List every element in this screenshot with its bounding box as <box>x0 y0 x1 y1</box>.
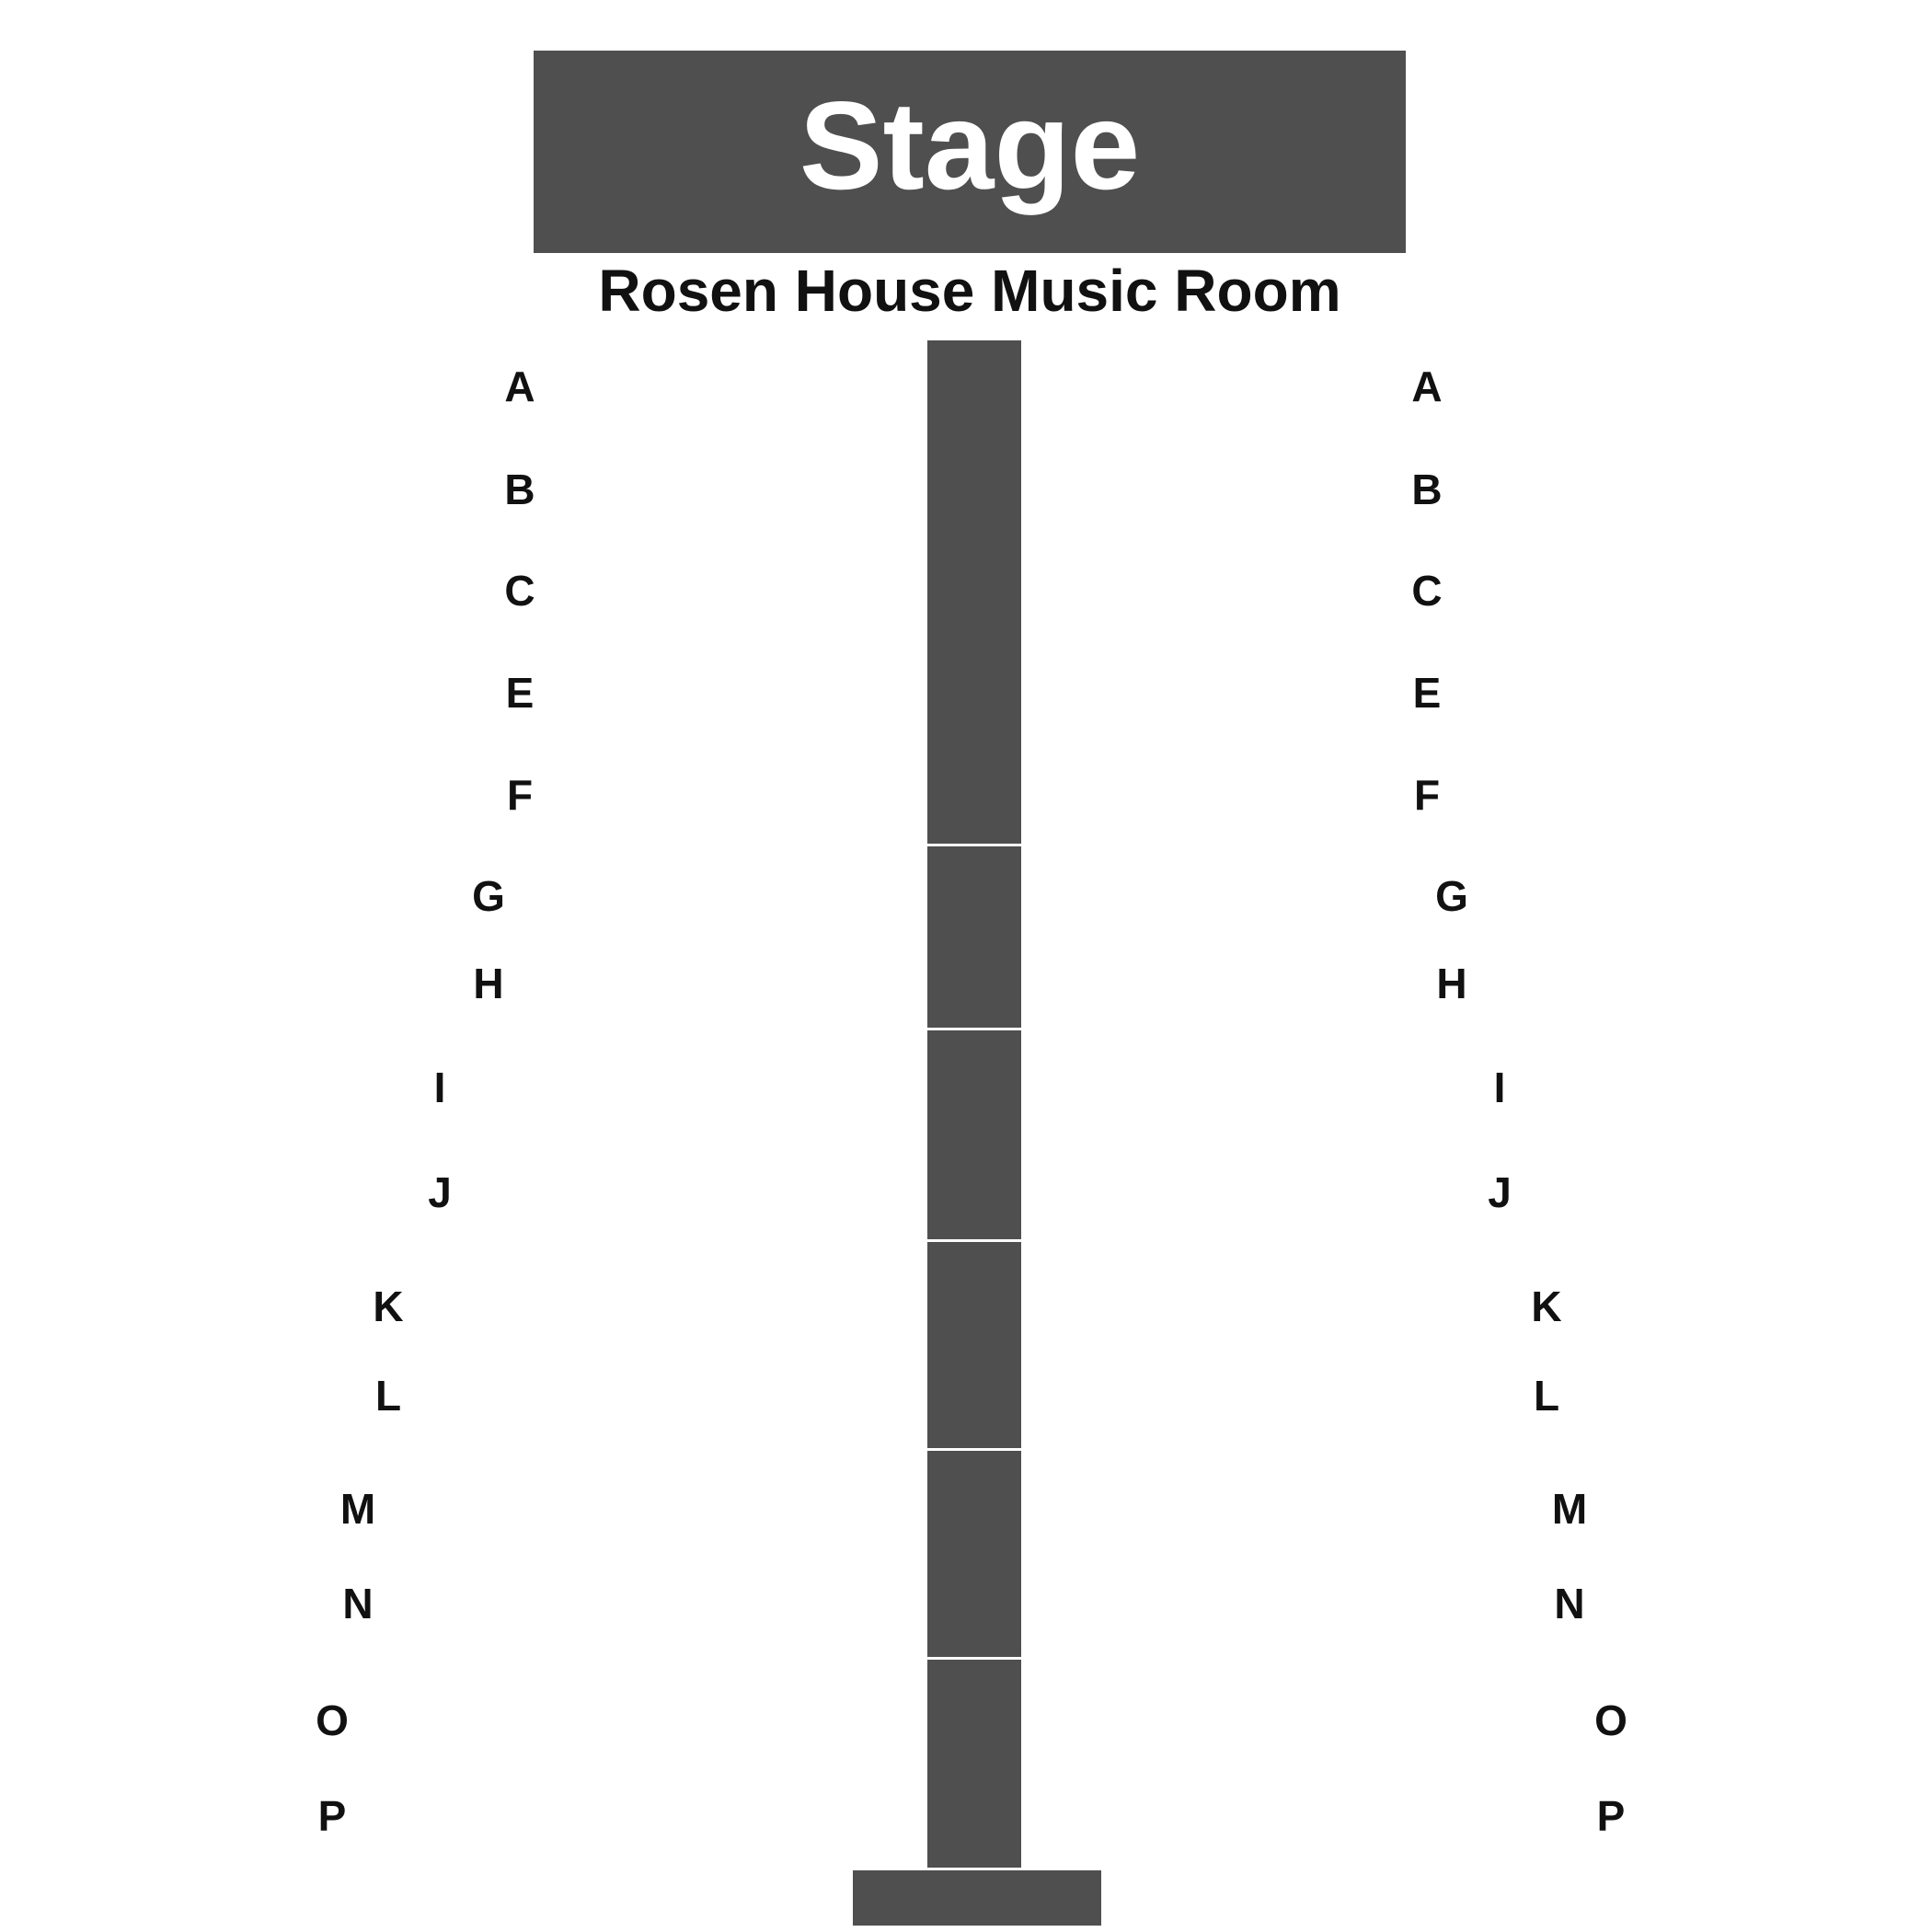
row-label-left-e: E <box>505 669 535 717</box>
row-label-right-f: F <box>1413 771 1441 819</box>
row-label-left-n: N <box>342 1580 374 1627</box>
row-label-left-k: K <box>373 1282 404 1330</box>
row-label-left-m: M <box>339 1485 376 1533</box>
row-label-left-i: I <box>433 1064 446 1111</box>
aisle-segment <box>927 846 1021 1028</box>
center-aisle <box>927 340 1021 1868</box>
row-label-right-l: L <box>1533 1372 1560 1420</box>
row-label-right-g: G <box>1435 872 1468 920</box>
aisle-segment <box>927 340 1021 844</box>
stage-block: Stage <box>534 51 1406 253</box>
row-label-right-h: H <box>1436 960 1467 1007</box>
row-label-right-o: O <box>1594 1696 1627 1744</box>
row-label-left-a: A <box>504 362 535 410</box>
row-label-right-i: I <box>1493 1064 1506 1111</box>
row-label-right-a: A <box>1411 362 1443 410</box>
row-label-right-e: E <box>1412 669 1442 717</box>
row-label-left-l: L <box>374 1372 402 1420</box>
row-label-right-k: K <box>1531 1282 1562 1330</box>
row-label-right-n: N <box>1554 1580 1585 1627</box>
row-label-left-p: P <box>317 1792 347 1840</box>
row-label-left-o: O <box>316 1696 349 1744</box>
row-label-left-j: J <box>428 1168 452 1216</box>
row-label-left-f: F <box>506 771 534 819</box>
row-label-right-j: J <box>1488 1168 1512 1216</box>
entrance-block <box>853 1870 1101 1926</box>
row-label-right-m: M <box>1551 1485 1588 1533</box>
row-label-left-c: C <box>504 567 535 615</box>
row-label-right-p: P <box>1596 1792 1626 1840</box>
row-label-left-h: H <box>473 960 504 1007</box>
row-label-left-b: B <box>504 466 535 513</box>
aisle-segment <box>927 1030 1021 1239</box>
row-label-right-c: C <box>1411 567 1443 615</box>
stage-label: Stage <box>799 75 1141 215</box>
aisle-segment <box>927 1242 1021 1448</box>
venue-title: Rosen House Music Room <box>598 258 1341 324</box>
aisle-segment <box>927 1660 1021 1868</box>
row-label-right-b: B <box>1411 466 1443 513</box>
row-label-left-g: G <box>472 872 505 920</box>
aisle-segment <box>927 1451 1021 1657</box>
